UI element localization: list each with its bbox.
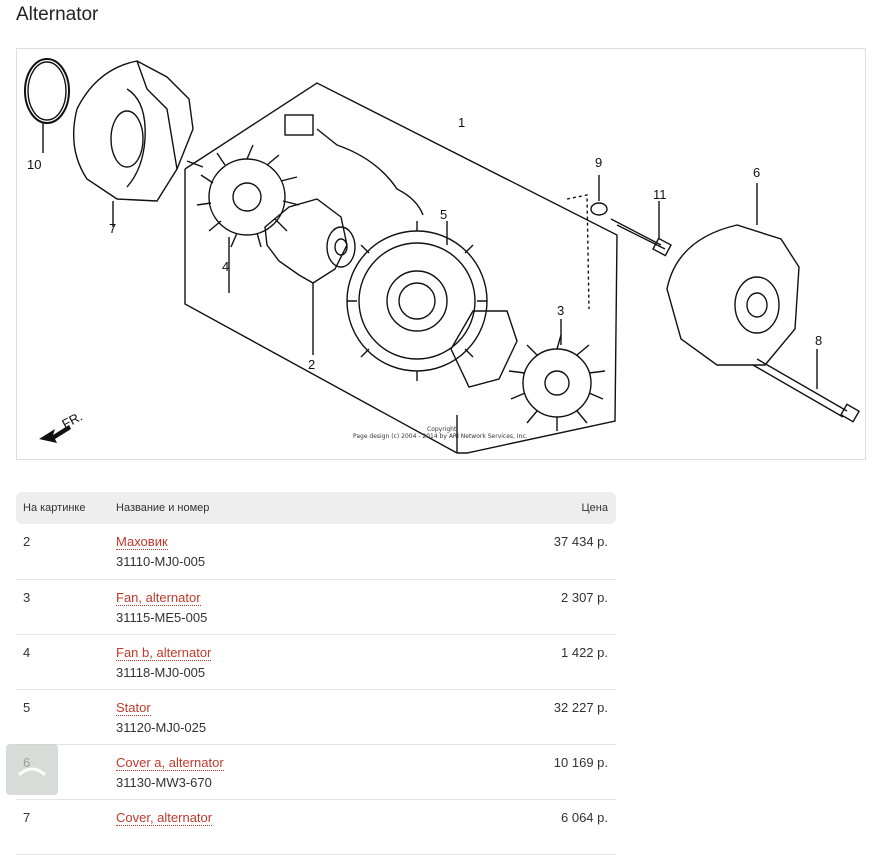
- row-price: 6 064 р.: [425, 799, 616, 855]
- row-name-cell: Fan b, alternator 31118-MJ0-005: [109, 634, 426, 690]
- header-name: Название и номер: [116, 502, 210, 514]
- header-position: На картинке: [23, 502, 86, 514]
- front-direction-arrow: FR.: [39, 409, 85, 443]
- copyright-line-2: Page design (c) 2004 - 2014 by ARI Netwo…: [353, 433, 528, 440]
- callout-6: 6: [753, 165, 760, 180]
- callout-3: 3: [557, 303, 564, 318]
- table-row: 2 Маховик 31110-MJ0-005 37 434 р.: [16, 524, 616, 580]
- row-name-cell: Fan, alternator 31115-ME5-005: [109, 579, 426, 635]
- part-name-link[interactable]: Cover a, alternator: [116, 754, 224, 771]
- row-name-cell: Stator 31120-MJ0-025: [109, 689, 426, 745]
- row-name-cell: Cover, alternator: [109, 799, 426, 855]
- part-name-link[interactable]: Stator: [116, 699, 151, 716]
- row-position: 5: [16, 689, 109, 745]
- callout-5: 5: [440, 207, 447, 222]
- header-price: Цена: [581, 502, 608, 514]
- row-position: 4: [16, 634, 109, 690]
- row-price: 32 227 р.: [425, 689, 616, 745]
- part-number: 31110-MJ0-005: [116, 554, 206, 569]
- table-row: 5 Stator 31120-MJ0-025 32 227 р.: [16, 689, 616, 745]
- callout-1: 1: [458, 115, 465, 130]
- callout-7: 7: [109, 221, 116, 236]
- scroll-to-top-button[interactable]: [6, 744, 58, 795]
- table-row: 3 Fan, alternator 31115-ME5-005 2 307 р.: [16, 579, 616, 635]
- table-row: 4 Fan b, alternator 31118-MJ0-005 1 422 …: [16, 634, 616, 690]
- parts-table: На картинке Название и номер Цена 2 Махо…: [16, 492, 616, 855]
- row-price: 37 434 р.: [425, 524, 616, 580]
- row-price: 2 307 р.: [425, 579, 616, 635]
- part-number: 31130-MW3-670: [116, 774, 212, 790]
- row-price: 1 422 р.: [425, 634, 616, 690]
- part-name-link[interactable]: Fan, alternator: [116, 589, 201, 606]
- copyright-line-1: Copyright: [427, 426, 457, 433]
- table-row: 7 Cover, alternator 6 064 р.: [16, 799, 616, 855]
- callout-4: 4: [222, 259, 229, 274]
- chevron-up-icon: [18, 767, 46, 776]
- exploded-view-drawing: FR. 1 2 3 4 5 6 7 8 9 10 11 Copyright Pa…: [24, 58, 861, 454]
- part-number: 31115-ME5-005: [116, 609, 208, 625]
- table-row: 6 Cover a, alternator 31130-MW3-670 10 1…: [16, 744, 616, 800]
- part-name-link[interactable]: Cover, alternator: [116, 809, 213, 826]
- row-position: 2: [16, 524, 109, 580]
- callout-8: 8: [815, 333, 822, 348]
- callout-10: 10: [27, 157, 41, 172]
- part-name-link[interactable]: Fan b, alternator: [116, 644, 212, 661]
- part-number: 31120-MJ0-025: [116, 719, 207, 735]
- row-position: 7: [16, 799, 109, 855]
- table-header-row: На картинке Название и номер Цена: [16, 492, 616, 524]
- row-name-cell: Маховик 31110-MJ0-005: [109, 524, 426, 580]
- svg-text:FR.: FR.: [59, 409, 85, 432]
- callout-2: 2: [308, 357, 315, 372]
- row-price: 10 169 р.: [425, 744, 616, 800]
- row-name-cell: Cover a, alternator 31130-MW3-670: [109, 744, 426, 800]
- row-position: 3: [16, 579, 109, 635]
- parts-diagram: FR. 1 2 3 4 5 6 7 8 9 10 11 Copyright Pa…: [16, 48, 866, 460]
- callout-11: 11: [653, 187, 667, 202]
- part-number: 31118-MJ0-005: [116, 664, 206, 680]
- callout-9: 9: [595, 155, 602, 170]
- page-title: Alternator: [16, 4, 99, 25]
- part-name-link[interactable]: Маховик: [116, 534, 168, 550]
